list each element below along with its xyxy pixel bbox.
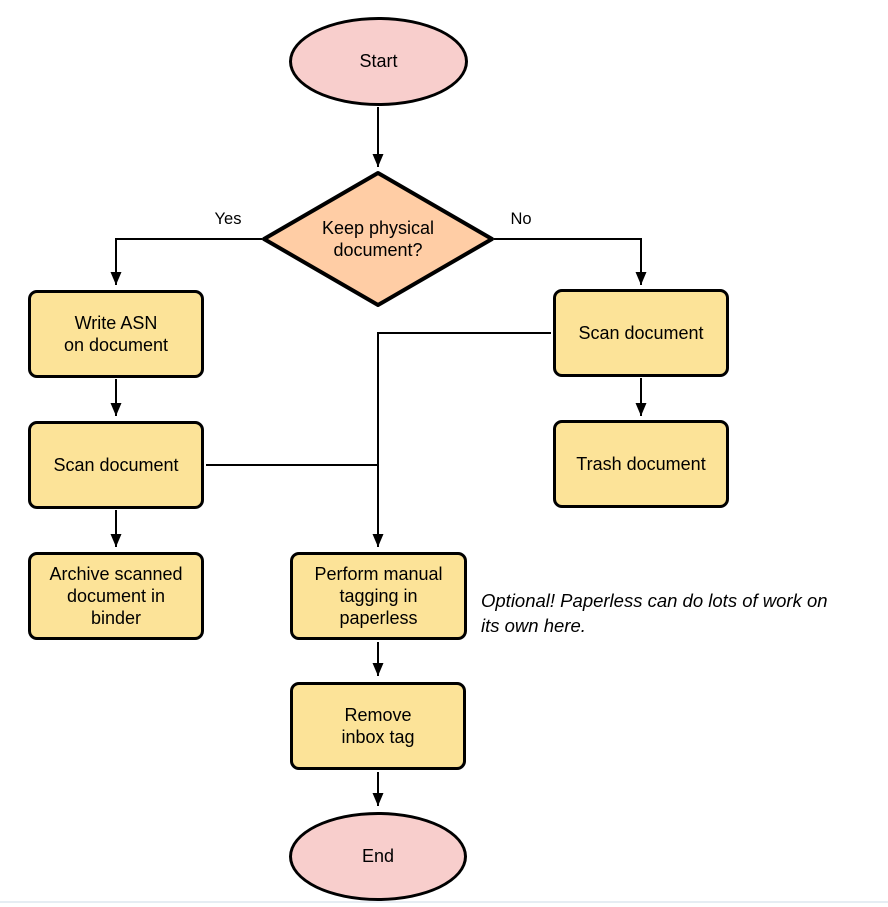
node-write-asn: Write ASN on document <box>28 290 204 378</box>
node-scan-document-left: Scan document <box>28 421 204 509</box>
node-end-label: End <box>361 846 395 867</box>
node-archive-scanned-label: Archive scanned document in binder <box>49 563 183 629</box>
node-decision-label: Keep physical document? <box>321 217 435 260</box>
node-remove-inbox-tag: Remove inbox tag <box>290 682 466 770</box>
edge-decision-write-asn <box>110 238 262 285</box>
edge-label-yes: Yes <box>214 210 242 228</box>
node-trash-document-label: Trash document <box>576 453 706 474</box>
node-decision: Keep physical document? <box>261 170 495 308</box>
node-write-asn-label: Write ASN on document <box>63 312 169 355</box>
node-manual-tagging: Perform manual tagging in paperless <box>290 552 467 640</box>
node-scan-document-right: Scan document <box>553 289 729 377</box>
node-start-label: Start <box>359 51 398 72</box>
page-bottom-divider <box>0 901 888 903</box>
node-remove-inbox-tag-label: Remove inbox tag <box>341 704 415 747</box>
node-archive-scanned: Archive scanned document in binder <box>28 552 204 640</box>
optional-note: Optional! Paperless can do lots of work … <box>481 590 828 636</box>
edge-label-no: No <box>510 210 532 228</box>
node-start: Start <box>289 17 468 106</box>
edge-scan-right-tagging <box>372 332 551 547</box>
node-scan-document-left-label: Scan document <box>53 454 179 475</box>
node-end: End <box>289 812 467 901</box>
edge-decision-scan-right <box>494 238 647 285</box>
node-trash-document: Trash document <box>553 420 729 508</box>
node-manual-tagging-label: Perform manual tagging in paperless <box>314 563 443 629</box>
decision-diamond-shape <box>262 171 494 307</box>
node-scan-document-right-label: Scan document <box>578 322 704 343</box>
